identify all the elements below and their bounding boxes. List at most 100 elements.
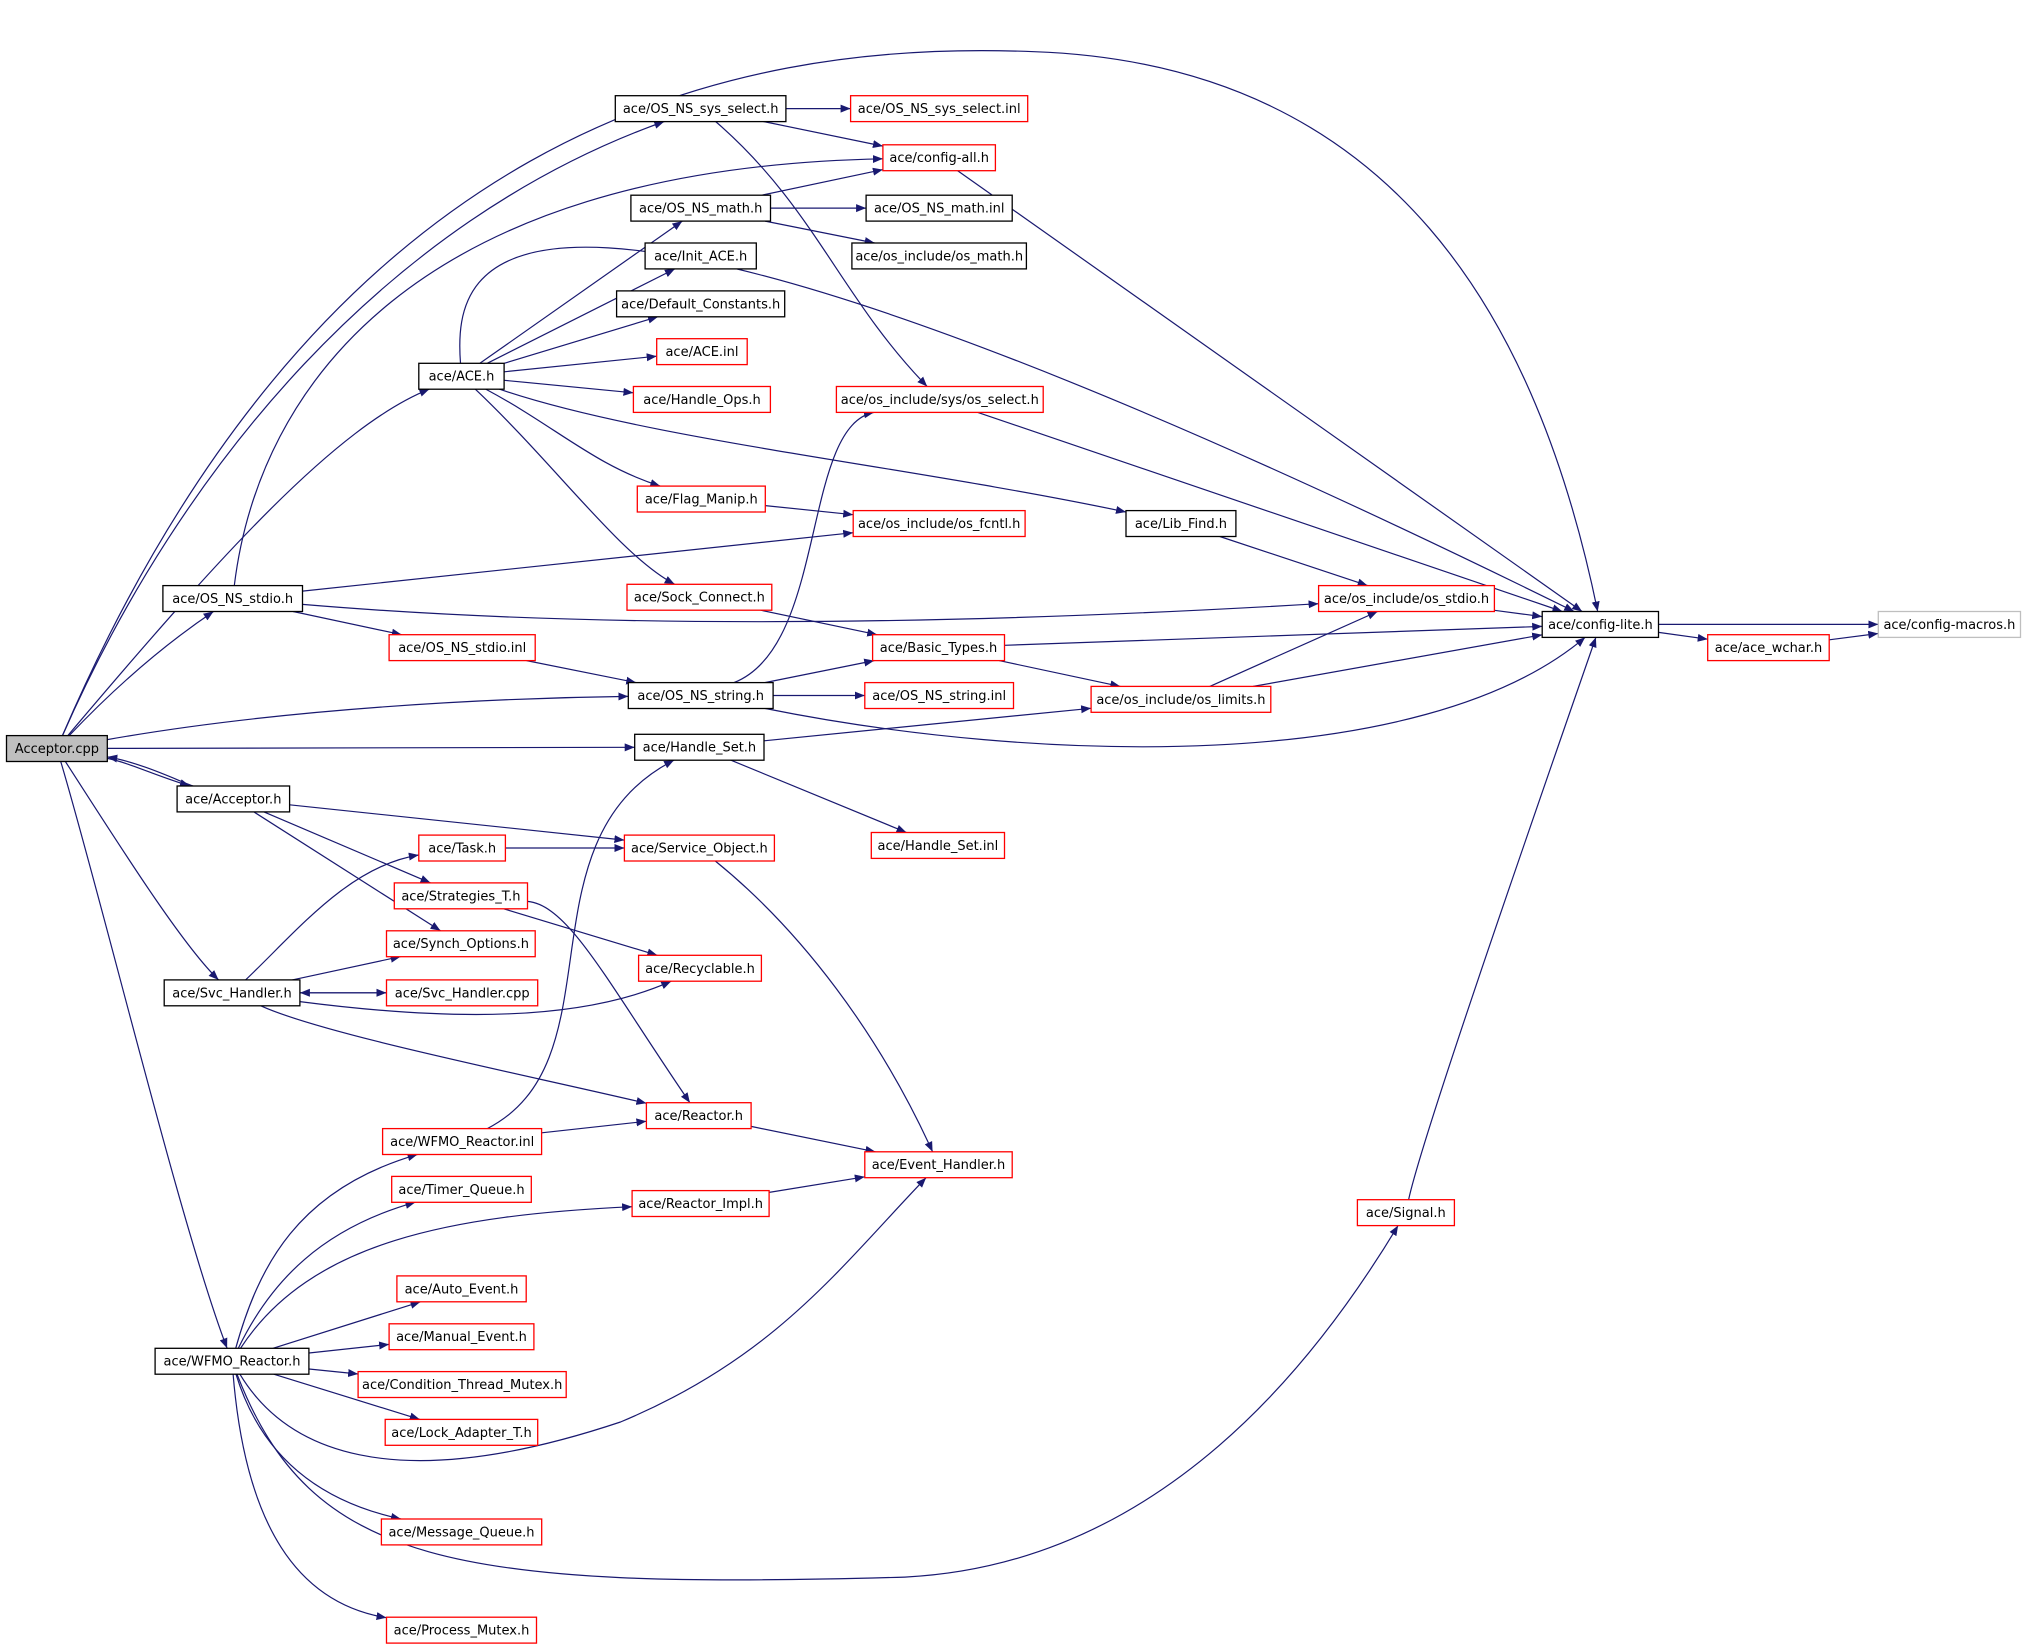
node-label: ace/Lock_Adapter_T.h xyxy=(391,1426,531,1441)
node-handle-set-inl[interactable]: ace/Handle_Set.inl xyxy=(870,831,1006,860)
node-acceptor-h[interactable]: ace/Acceptor.h xyxy=(176,785,291,813)
edge-svc_handler_h-to-synch_options_h xyxy=(292,954,401,981)
node-os-ns-math-h[interactable]: ace/OS_NS_math.h xyxy=(630,194,772,222)
node-os-ns-stdio-h[interactable]: ace/OS_NS_stdio.h xyxy=(162,584,304,613)
node-init-ace-h[interactable]: ace/Init_ACE.h xyxy=(644,242,757,270)
node-config-macros-h[interactable]: ace/config-macros.h xyxy=(1877,610,2022,639)
edge-os_ns_stdio_h-to-config_all_h xyxy=(233,155,883,586)
node-box xyxy=(5,734,108,763)
node-box xyxy=(388,634,536,662)
node-sock-connect-h[interactable]: ace/Sock_Connect.h xyxy=(626,583,773,611)
node-config-lite-h[interactable]: ace/config-lite.h xyxy=(1541,610,1660,639)
node-label: ace/Init_ACE.h xyxy=(654,250,747,265)
node-signal-h[interactable]: ace/Signal.h xyxy=(1356,1199,1456,1227)
node-box xyxy=(644,242,757,270)
node-box xyxy=(385,979,539,1007)
node-synch-options-h[interactable]: ace/Synch_Options.h xyxy=(385,930,536,958)
node-label: ace/ACE.inl xyxy=(665,345,738,360)
node-box xyxy=(864,681,1015,710)
node-wfmo-reactor-h[interactable]: ace/WFMO_Reactor.h xyxy=(154,1347,310,1375)
node-flag-manip-h[interactable]: ace/Flag_Manip.h xyxy=(636,485,766,513)
edge-reactor_impl_h-to-event_handler_h xyxy=(769,1174,865,1193)
node-label: ace/Signal.h xyxy=(1366,1206,1446,1221)
node-process-mutex-h[interactable]: ace/Process_Mutex.h xyxy=(385,1616,538,1644)
node-basic-types-h[interactable]: ace/Basic_Types.h xyxy=(871,634,1006,662)
node-label: ace/config-all.h xyxy=(889,151,989,166)
edge-os_ns_math_h-to-os_math_h xyxy=(764,220,875,245)
node-label: ace/OS_NS_stdio.inl xyxy=(398,641,526,656)
node-box xyxy=(630,194,772,222)
node-strategies-t-h[interactable]: ace/Strategies_T.h xyxy=(393,882,529,910)
node-label: ace/Timer_Queue.h xyxy=(398,1183,524,1198)
edge-acceptor_cpp-to-os_ns_sys_select_h xyxy=(61,120,665,736)
node-wfmo-reactor-inl[interactable]: ace/WFMO_Reactor.inl xyxy=(381,1127,543,1156)
node-label: ace/OS_NS_math.h xyxy=(639,202,762,217)
node-lock-adapter-t-h[interactable]: ace/Lock_Adapter_T.h xyxy=(384,1418,539,1446)
node-reactor-impl-h[interactable]: ace/Reactor_Impl.h xyxy=(631,1189,770,1218)
node-box xyxy=(656,338,748,366)
node-os-fcntl-h[interactable]: ace/os_include/os_fcntl.h xyxy=(852,509,1026,538)
node-os-ns-math-inl[interactable]: ace/OS_NS_math.inl xyxy=(865,194,1013,222)
node-os-ns-stdio-inl[interactable]: ace/OS_NS_stdio.inl xyxy=(388,634,536,662)
node-os-stdio-h[interactable]: ace/os_include/os_stdio.h xyxy=(1317,584,1496,613)
node-manual-event-h[interactable]: ace/Manual_Event.h xyxy=(388,1323,535,1351)
node-auto-event-h[interactable]: ace/Auto_Event.h xyxy=(396,1275,527,1303)
node-box xyxy=(645,1102,752,1130)
edge-acceptor_cpp-to-ace_h xyxy=(67,388,430,736)
node-label: ace/Task.h xyxy=(428,842,496,857)
node-service-object-h[interactable]: ace/Service_Object.h xyxy=(623,834,776,862)
node-label: ace/OS_NS_string.h xyxy=(637,689,764,704)
node-box xyxy=(631,1189,770,1218)
node-handle-ops-h[interactable]: ace/Handle_Ops.h xyxy=(632,385,772,414)
edge-handle_set_h-to-handle_set_inl xyxy=(730,759,907,834)
node-label: ace/os_include/os_limits.h xyxy=(1096,693,1265,708)
node-os-ns-sys-select-inl[interactable]: ace/OS_NS_sys_select.inl xyxy=(849,95,1029,123)
edge-ace_wchar_h-to-config_macros_h xyxy=(1829,630,1879,641)
node-ace-h[interactable]: ace/ACE.h xyxy=(418,362,505,390)
node-os-select-h[interactable]: ace/os_include/sys/os_select.h xyxy=(835,385,1044,414)
node-svc-handler-h[interactable]: ace/Svc_Handler.h xyxy=(163,979,301,1007)
node-handle-set-h[interactable]: ace/Handle_Set.h xyxy=(634,733,765,761)
node-os-ns-sys-select-h[interactable]: ace/OS_NS_sys_select.h xyxy=(614,95,787,123)
node-os-math-h[interactable]: ace/os_include/os_math.h xyxy=(851,242,1028,270)
node-label: ace/Handle_Set.h xyxy=(643,741,757,756)
node-box xyxy=(162,584,304,613)
edge-wfmo_reactor_h-to-timer_queue_h xyxy=(237,1201,416,1349)
node-box xyxy=(357,1370,567,1399)
edge-wfmo_reactor_h-to-condition_thread_mutex_h xyxy=(308,1368,359,1377)
edge-wfmo_reactor_h-to-process_mutex_h xyxy=(232,1374,387,1621)
node-os-ns-string-inl[interactable]: ace/OS_NS_string.inl xyxy=(864,681,1015,710)
edge-ace_h-to-ace_inl xyxy=(504,353,657,373)
node-label: ace/Service_Object.h xyxy=(631,842,768,857)
node-condition-thread-mutex-h[interactable]: ace/Condition_Thread_Mutex.h xyxy=(357,1370,567,1399)
node-label: ace/Default_Constants.h xyxy=(621,297,780,312)
node-label: Acceptor.cpp xyxy=(15,742,99,757)
node-default-constants-h[interactable]: ace/Default_Constants.h xyxy=(615,290,786,318)
node-task-h[interactable]: ace/Task.h xyxy=(418,834,507,862)
edge-acceptor_cpp-to-svc_handler_h xyxy=(64,761,220,981)
node-box xyxy=(380,1518,543,1546)
node-lib-find-h[interactable]: ace/Lib_Find.h xyxy=(1125,509,1237,538)
node-box xyxy=(614,95,787,123)
node-label: ace/ACE.h xyxy=(429,370,495,385)
node-reactor-h[interactable]: ace/Reactor.h xyxy=(645,1102,752,1130)
node-label: ace/os_include/os_math.h xyxy=(855,250,1023,265)
node-os-ns-string-h[interactable]: ace/OS_NS_string.h xyxy=(627,681,774,710)
node-ace-wchar-h[interactable]: ace/ace_wchar.h xyxy=(1707,634,1830,662)
node-box xyxy=(871,634,1006,662)
node-label: ace/OS_NS_sys_select.inl xyxy=(858,102,1021,117)
node-recyclable-h[interactable]: ace/Recyclable.h xyxy=(637,954,763,982)
node-acceptor-cpp[interactable]: Acceptor.cpp xyxy=(5,734,108,763)
node-event-handler-h[interactable]: ace/Event_Handler.h xyxy=(864,1151,1013,1179)
node-message-queue-h[interactable]: ace/Message_Queue.h xyxy=(380,1518,543,1546)
node-label: ace/Event_Handler.h xyxy=(872,1158,1006,1173)
node-label: ace/Recyclable.h xyxy=(645,962,755,977)
node-timer-queue-h[interactable]: ace/Timer_Queue.h xyxy=(391,1175,532,1203)
node-svc-handler-cpp[interactable]: ace/Svc_Handler.cpp xyxy=(385,979,539,1007)
node-os-limits-h[interactable]: ace/os_include/os_limits.h xyxy=(1090,685,1272,713)
edge-ace_h-to-sock_connect_h xyxy=(474,388,675,585)
node-box xyxy=(870,831,1006,860)
node-config-all-h[interactable]: ace/config-all.h xyxy=(882,144,997,172)
node-ace-inl[interactable]: ace/ACE.inl xyxy=(656,338,748,366)
